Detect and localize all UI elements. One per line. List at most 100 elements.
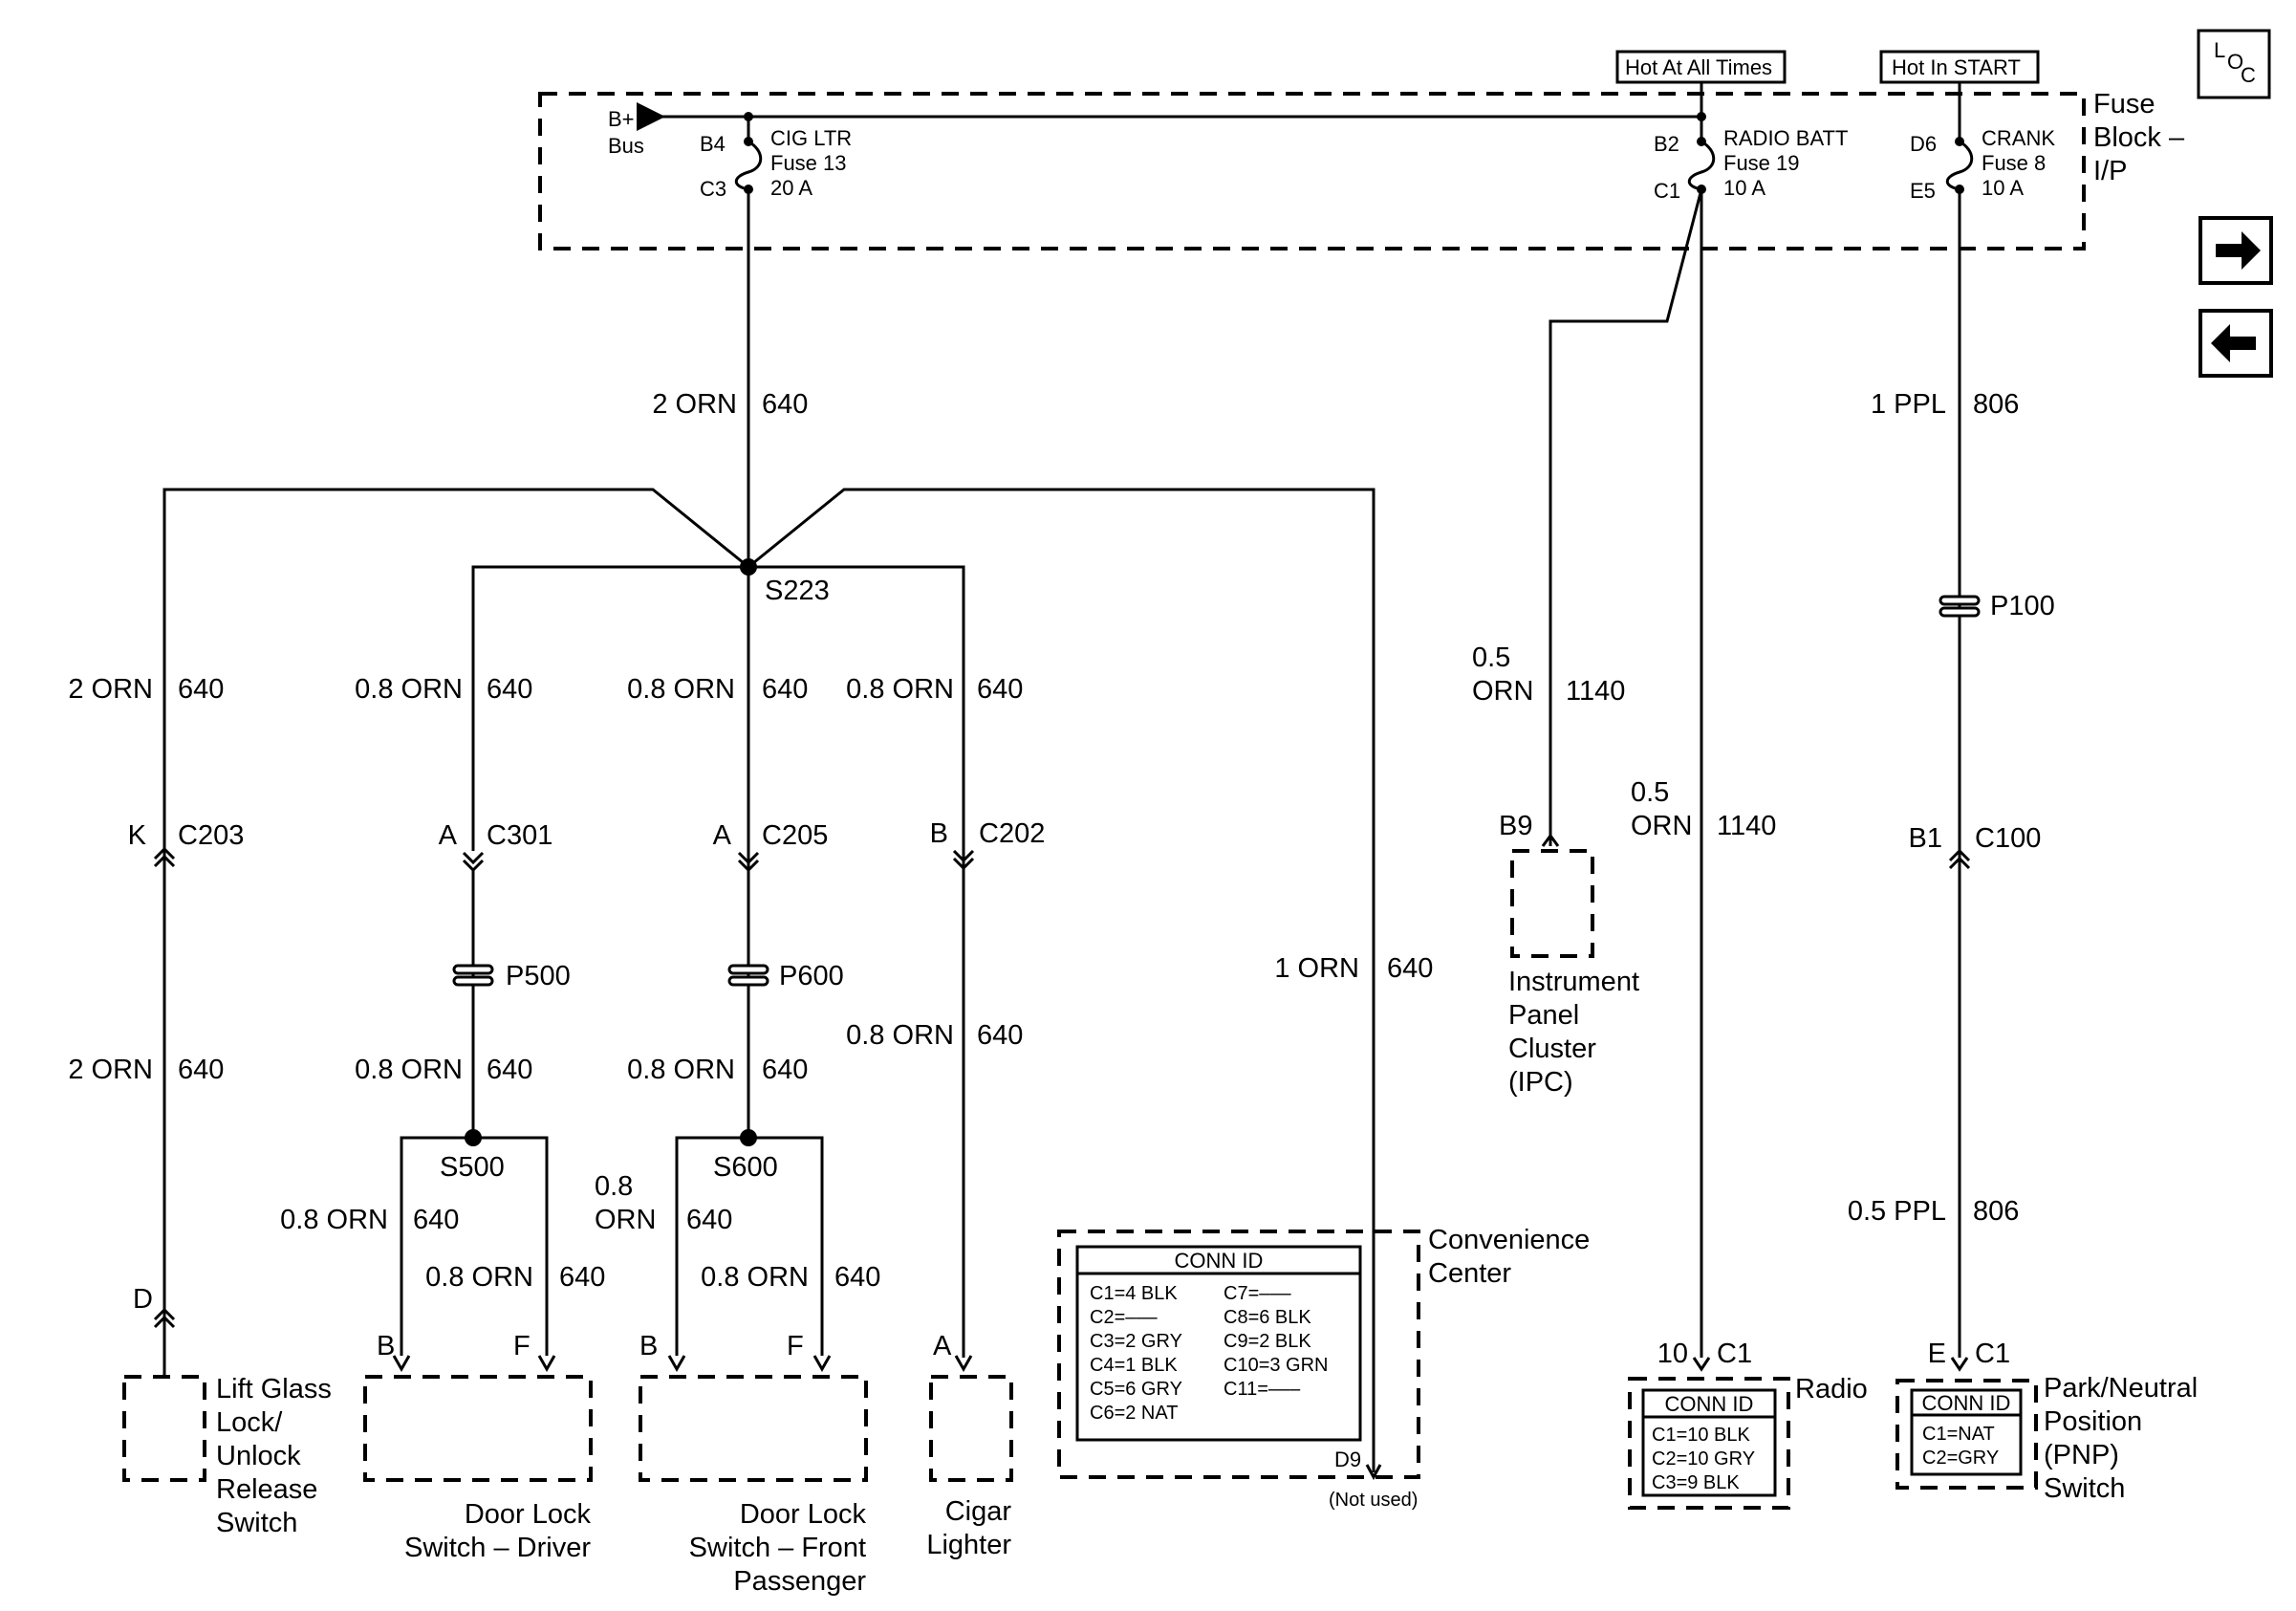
wire-cig-bot-circuit: 640 <box>977 1020 1023 1051</box>
convenience-conn-c4: C4=1 BLK <box>1090 1355 1178 1376</box>
radio-conn-table <box>1641 1388 1777 1497</box>
passthrough-p600 <box>727 964 769 987</box>
door-lock-passenger-box <box>639 1375 868 1482</box>
convenience-not-used: (Not used) <box>1329 1490 1418 1511</box>
radio-conn-c1: C1=10 BLK <box>1652 1425 1751 1446</box>
wire-drv-b-color: 0.8 ORN <box>280 1205 388 1235</box>
lift-glass-label-3: Unlock <box>216 1441 301 1471</box>
wire-lift-bot-color: 2 ORN <box>68 1055 153 1085</box>
wire-lift-top-color: 2 ORN <box>68 674 153 705</box>
cigar-lighter-box <box>929 1375 1013 1482</box>
wire-pas-mid-circuit: 640 <box>762 1055 808 1085</box>
lift-glass-label-1: Lift Glass <box>216 1374 332 1404</box>
passthrough-p100-label: P100 <box>1990 591 2055 621</box>
convenience-conn-c3: C3=2 GRY <box>1090 1331 1182 1352</box>
fuse-13-name: CIG LTR <box>770 126 852 150</box>
wire-lift-top-circuit: 640 <box>178 674 224 705</box>
wire-ipc-circuit: 1140 <box>1566 676 1625 707</box>
convenience-center-box <box>1057 1230 1420 1479</box>
connector-c100-id: C100 <box>1975 823 2041 854</box>
lift-glass-label-5: Switch <box>216 1508 297 1538</box>
connector-c301-pin: A <box>439 820 458 851</box>
wire-radio-color-1: 0.5 <box>1631 777 1669 808</box>
pnp-label-3: (PNP) <box>2044 1440 2119 1470</box>
splice-s600-label: S600 <box>713 1152 778 1183</box>
fuse-19 <box>1687 112 1716 194</box>
ipc-label-4: (IPC) <box>1508 1067 1573 1098</box>
convenience-conn-c1: C1=4 BLK <box>1090 1283 1178 1304</box>
fuse-8-pin-out: E5 <box>1910 179 1936 203</box>
fuse-block-outline <box>538 92 2086 250</box>
ipc-label-3: Cluster <box>1508 1034 1596 1064</box>
wire-main-color: 2 ORN <box>652 389 737 420</box>
convenience-conn-title: CONN ID <box>1175 1249 1264 1273</box>
radio-conn-c3: C3=9 BLK <box>1652 1472 1740 1493</box>
wire-pnp-top-color: 1 PPL <box>1871 389 1946 420</box>
connector-c202 <box>952 849 975 871</box>
lift-glass-label-2: Lock/ <box>216 1407 283 1438</box>
wire-drv-top-circuit: 640 <box>487 674 532 705</box>
door-passenger-label-1: Door Lock <box>740 1499 867 1530</box>
arrow-right-icon[interactable] <box>2199 216 2273 285</box>
connector-pnp-pin <box>1950 1357 1969 1372</box>
ipc-box <box>1510 849 1594 958</box>
convenience-conn-c7: C7=––– <box>1224 1283 1291 1304</box>
connector-c202-pin: B <box>930 818 948 849</box>
pnp-conn-title: CONN ID <box>1922 1391 2011 1415</box>
splice-s223-label: S223 <box>765 576 830 606</box>
wire-pnp-bot-color: 0.5 PPL <box>1848 1196 1946 1227</box>
svg-text:L: L <box>2214 38 2225 62</box>
pnp-label-4: Switch <box>2044 1473 2125 1504</box>
wire-conv-circuit: 640 <box>1387 953 1433 984</box>
door-passenger-label-3: Passenger <box>733 1566 866 1597</box>
wire-s500-branches <box>400 1136 549 1356</box>
connector-radio-pin-label: 10 <box>1657 1339 1688 1369</box>
fuse-block-title-2: Block – <box>2093 122 2185 153</box>
fuse-13 <box>734 112 763 194</box>
fuse-8-amps: 10 A <box>1982 176 2024 200</box>
connector-lift-glass <box>153 1307 176 1329</box>
fuse-19-number: Fuse 19 <box>1723 151 1800 175</box>
wire-drv-top-color: 0.8 ORN <box>355 674 463 705</box>
convenience-conn-c11: C11=––– <box>1224 1379 1301 1400</box>
connector-pas-pin-b: B <box>639 1331 658 1361</box>
wire-main-circuit: 640 <box>762 389 808 420</box>
wire-lift-bot-circuit: 640 <box>178 1055 224 1085</box>
convenience-label-1: Convenience <box>1428 1225 1590 1255</box>
pnp-box <box>1895 1379 2038 1490</box>
convenience-conn-table <box>1075 1245 1362 1442</box>
connector-c205-pin: A <box>713 820 732 851</box>
wire-cig-bot-color: 0.8 ORN <box>846 1020 954 1051</box>
convenience-conn-c10: C10=3 GRN <box>1224 1355 1329 1376</box>
svg-text:O: O <box>2227 50 2243 74</box>
wire-cig-top-color: 0.8 ORN <box>846 674 954 705</box>
connector-cig-pin-label: A <box>933 1331 952 1361</box>
fuse-8-name: CRANK <box>1982 126 2055 150</box>
passthrough-p600-label: P600 <box>779 961 844 991</box>
connector-pnp-pin-label: E <box>1928 1339 1946 1369</box>
fuse-19-pin-out: C1 <box>1654 179 1680 203</box>
wire-radio-circuit: 1140 <box>1717 811 1776 841</box>
convenience-d9-arrow <box>1365 1464 1382 1481</box>
wire-bus-s223 <box>471 565 965 1358</box>
connector-c202-id: C202 <box>979 818 1045 849</box>
connector-c203-id: C203 <box>178 820 244 851</box>
loc-icon[interactable]: L O C <box>2197 29 2271 99</box>
wire-drv-f-color: 0.8 ORN <box>425 1262 533 1293</box>
door-driver-label-1: Door Lock <box>465 1499 592 1530</box>
wire-s600-branches <box>675 1136 824 1356</box>
passthrough-p100 <box>1939 595 1981 618</box>
wire-pas-b-color-1: 0.8 <box>595 1171 633 1202</box>
connector-c100 <box>1948 848 1971 870</box>
fuse-block-title-1: Fuse <box>2093 89 2155 120</box>
connector-lift-glass-pin: D <box>133 1284 153 1315</box>
convenience-conn-c2: C2=––– <box>1090 1307 1158 1328</box>
connector-drv-pins <box>392 1355 556 1373</box>
wire-pas-mid-color: 0.8 ORN <box>627 1055 735 1085</box>
arrow-left-icon[interactable] <box>2199 309 2273 378</box>
lift-glass-label-4: Release <box>216 1474 317 1505</box>
door-passenger-label-2: Switch – Front <box>689 1533 866 1563</box>
fuse-19-pin-in: B2 <box>1654 132 1679 156</box>
connector-drv-pin-b: B <box>377 1331 395 1361</box>
